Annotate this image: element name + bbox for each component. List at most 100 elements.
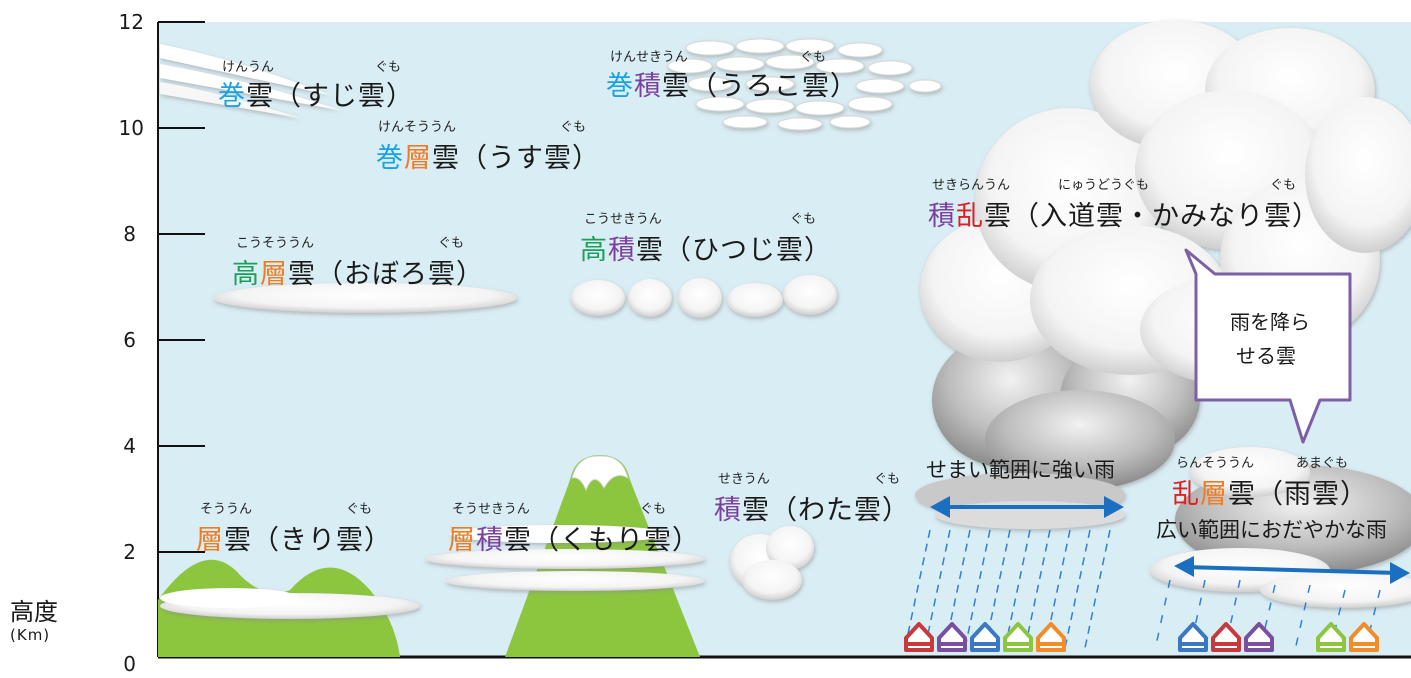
cirrocumulus-reading-gumo: ぐも	[800, 50, 827, 65]
cumulus-label-un: 雲	[742, 495, 770, 526]
callout-text-line2: せる雲	[1236, 344, 1296, 368]
nimbostratus-reading: らんそううん	[1176, 456, 1255, 471]
cumulus-label-alias: （わた雲）	[770, 495, 910, 526]
stratocumulus-label-sou: 層	[448, 525, 476, 556]
cirrus-reading-gumo: ぐも	[375, 60, 402, 75]
cumulonimbus-label-seki: 積	[928, 201, 956, 232]
cumulonimbus-label-un: 雲	[984, 201, 1012, 232]
y-axis-ticks	[158, 21, 205, 553]
arrow-wide-area	[1174, 556, 1410, 584]
stratus-label-un: 雲	[224, 525, 252, 556]
stratocumulus-reading-gumo: ぐも	[640, 502, 667, 517]
stratus-cloud-shape	[160, 588, 420, 619]
house-icon	[1349, 622, 1379, 652]
cirrostratus-label: 巻層雲（うす雲）	[376, 136, 600, 175]
cumulonimbus-reading-nyudo: にゅうどうぐも	[1058, 178, 1150, 193]
cirrus-label: 巻雲（すじ雲）	[218, 74, 414, 113]
stratus-reading-gumo: ぐも	[346, 502, 373, 517]
rain-note-wide: 広い範囲におだやかな雨	[1156, 518, 1387, 542]
cumulonimbus-label-ran: 乱	[956, 201, 984, 232]
stratocumulus-label-un: 雲	[504, 525, 532, 556]
altostratus-label-un: 雲	[288, 259, 316, 290]
nimbostratus-label-alias: （雨雲）	[1256, 479, 1368, 510]
house-icon	[937, 622, 967, 652]
cirrus-label-ken: 巻	[218, 81, 246, 112]
rain-heavy	[904, 529, 1111, 649]
volcano-snowcap	[571, 455, 629, 492]
y-axis-label: 高度	[10, 598, 58, 626]
cirrostratus-label-sou: 層	[404, 143, 432, 174]
house-icon	[904, 622, 934, 652]
arrow-narrow-area	[930, 496, 1124, 518]
cirrostratus-label-alias: （うす雲）	[460, 143, 600, 174]
cirrocumulus-label-ken: 巻	[606, 71, 634, 102]
altostratus-reading: こうそううん	[236, 236, 315, 251]
cumulus-label: 積雲（わた雲）	[714, 488, 910, 527]
stratus-label-sou: 層	[196, 525, 224, 556]
cumulonimbus-label: 積乱雲（入道雲・かみなり雲）	[928, 194, 1320, 233]
cirrocumulus-label-un: 雲	[662, 71, 690, 102]
nimbostratus-label-sou: 層	[1200, 479, 1228, 510]
callout-bubble	[1184, 248, 1352, 444]
tick-label-4: 4	[123, 434, 136, 458]
nimbostratus-label-ran: 乱	[1172, 479, 1200, 510]
altostratus-label: 高層雲（おぼろ雲）	[232, 252, 484, 291]
house-icon	[1316, 622, 1346, 652]
tick-label-6: 6	[123, 328, 136, 352]
altocumulus-label-alias: （ひつじ雲）	[664, 235, 832, 266]
stratus-label-alias: （きり雲）	[252, 525, 392, 556]
tick-label-10: 10	[118, 116, 144, 140]
house-icon	[1003, 622, 1033, 652]
callout-text-line1: 雨を降ら	[1230, 310, 1310, 334]
cumulonimbus-label-alias: （入道雲・かみなり雲）	[1012, 201, 1320, 232]
houses-right	[1178, 622, 1379, 652]
altostratus-label-kou: 高	[232, 259, 260, 290]
stratocumulus-cloud-shape	[425, 525, 705, 591]
cirrocumulus-cloud-shape	[667, 38, 942, 131]
nimbostratus-cloud-shape	[1150, 447, 1411, 608]
cirrus-label-un: 雲	[246, 81, 274, 112]
y-axis-unit: (Km)	[10, 626, 51, 644]
tick-label-2: 2	[123, 540, 136, 564]
cirrocumulus-label-seki: 積	[634, 71, 662, 102]
cirrocumulus-label: 巻積雲（うろこ雲）	[606, 64, 858, 103]
stratocumulus-label-alias: （くもり雲）	[532, 525, 700, 556]
house-icon	[1244, 622, 1274, 652]
altostratus-label-alias: （おぼろ雲）	[316, 259, 484, 290]
tick-label-12: 12	[118, 10, 144, 34]
stratocumulus-reading: そうせきうん	[452, 502, 530, 517]
house-icon	[1036, 622, 1066, 652]
cirrocumulus-label-alias: （うろこ雲）	[690, 71, 858, 102]
tick-label-8: 8	[123, 222, 136, 246]
cumulus-reading-gumo: ぐも	[874, 472, 901, 487]
altostratus-label-sou: 層	[260, 259, 288, 290]
altocumulus-label: 高積雲（ひつじ雲）	[580, 228, 832, 267]
house-icon	[1178, 622, 1208, 652]
altostratus-cloud-shape	[213, 283, 517, 313]
altostratus-reading-gumo: ぐも	[438, 236, 465, 251]
altocumulus-cloud-shape	[571, 275, 837, 318]
cumulus-label-seki: 積	[714, 495, 742, 526]
cumulonimbus-cloud-shape	[915, 20, 1411, 529]
cirrus-reading: けんうん	[222, 60, 275, 75]
cirrus-label-alias: （すじ雲）	[274, 81, 414, 112]
nimbostratus-reading-amagumo: あまぐも	[1296, 456, 1349, 471]
houses-left	[904, 622, 1066, 652]
nimbostratus-label-un: 雲	[1228, 479, 1256, 510]
stratocumulus-label-seki: 積	[476, 525, 504, 556]
altocumulus-reading: こうせきうん	[584, 212, 662, 227]
cirrostratus-label-ken: 巻	[376, 143, 404, 174]
rain-note-narrow: せまい範囲に強い雨	[926, 458, 1115, 482]
house-icon	[1211, 622, 1241, 652]
nimbostratus-label: 乱層雲（雨雲）	[1172, 472, 1368, 511]
stratus-reading: そううん	[200, 502, 253, 517]
cumulus-reading: せきうん	[718, 472, 770, 487]
altocumulus-label-kou: 高	[580, 235, 608, 266]
tick-label-0: 0	[123, 652, 136, 676]
cirrus-cloud-shape	[160, 44, 340, 118]
cirrostratus-label-un: 雲	[432, 143, 460, 174]
altocumulus-label-seki: 積	[608, 235, 636, 266]
cumulonimbus-reading-gumo: ぐも	[1270, 178, 1297, 193]
altocumulus-reading-gumo: ぐも	[790, 212, 817, 227]
